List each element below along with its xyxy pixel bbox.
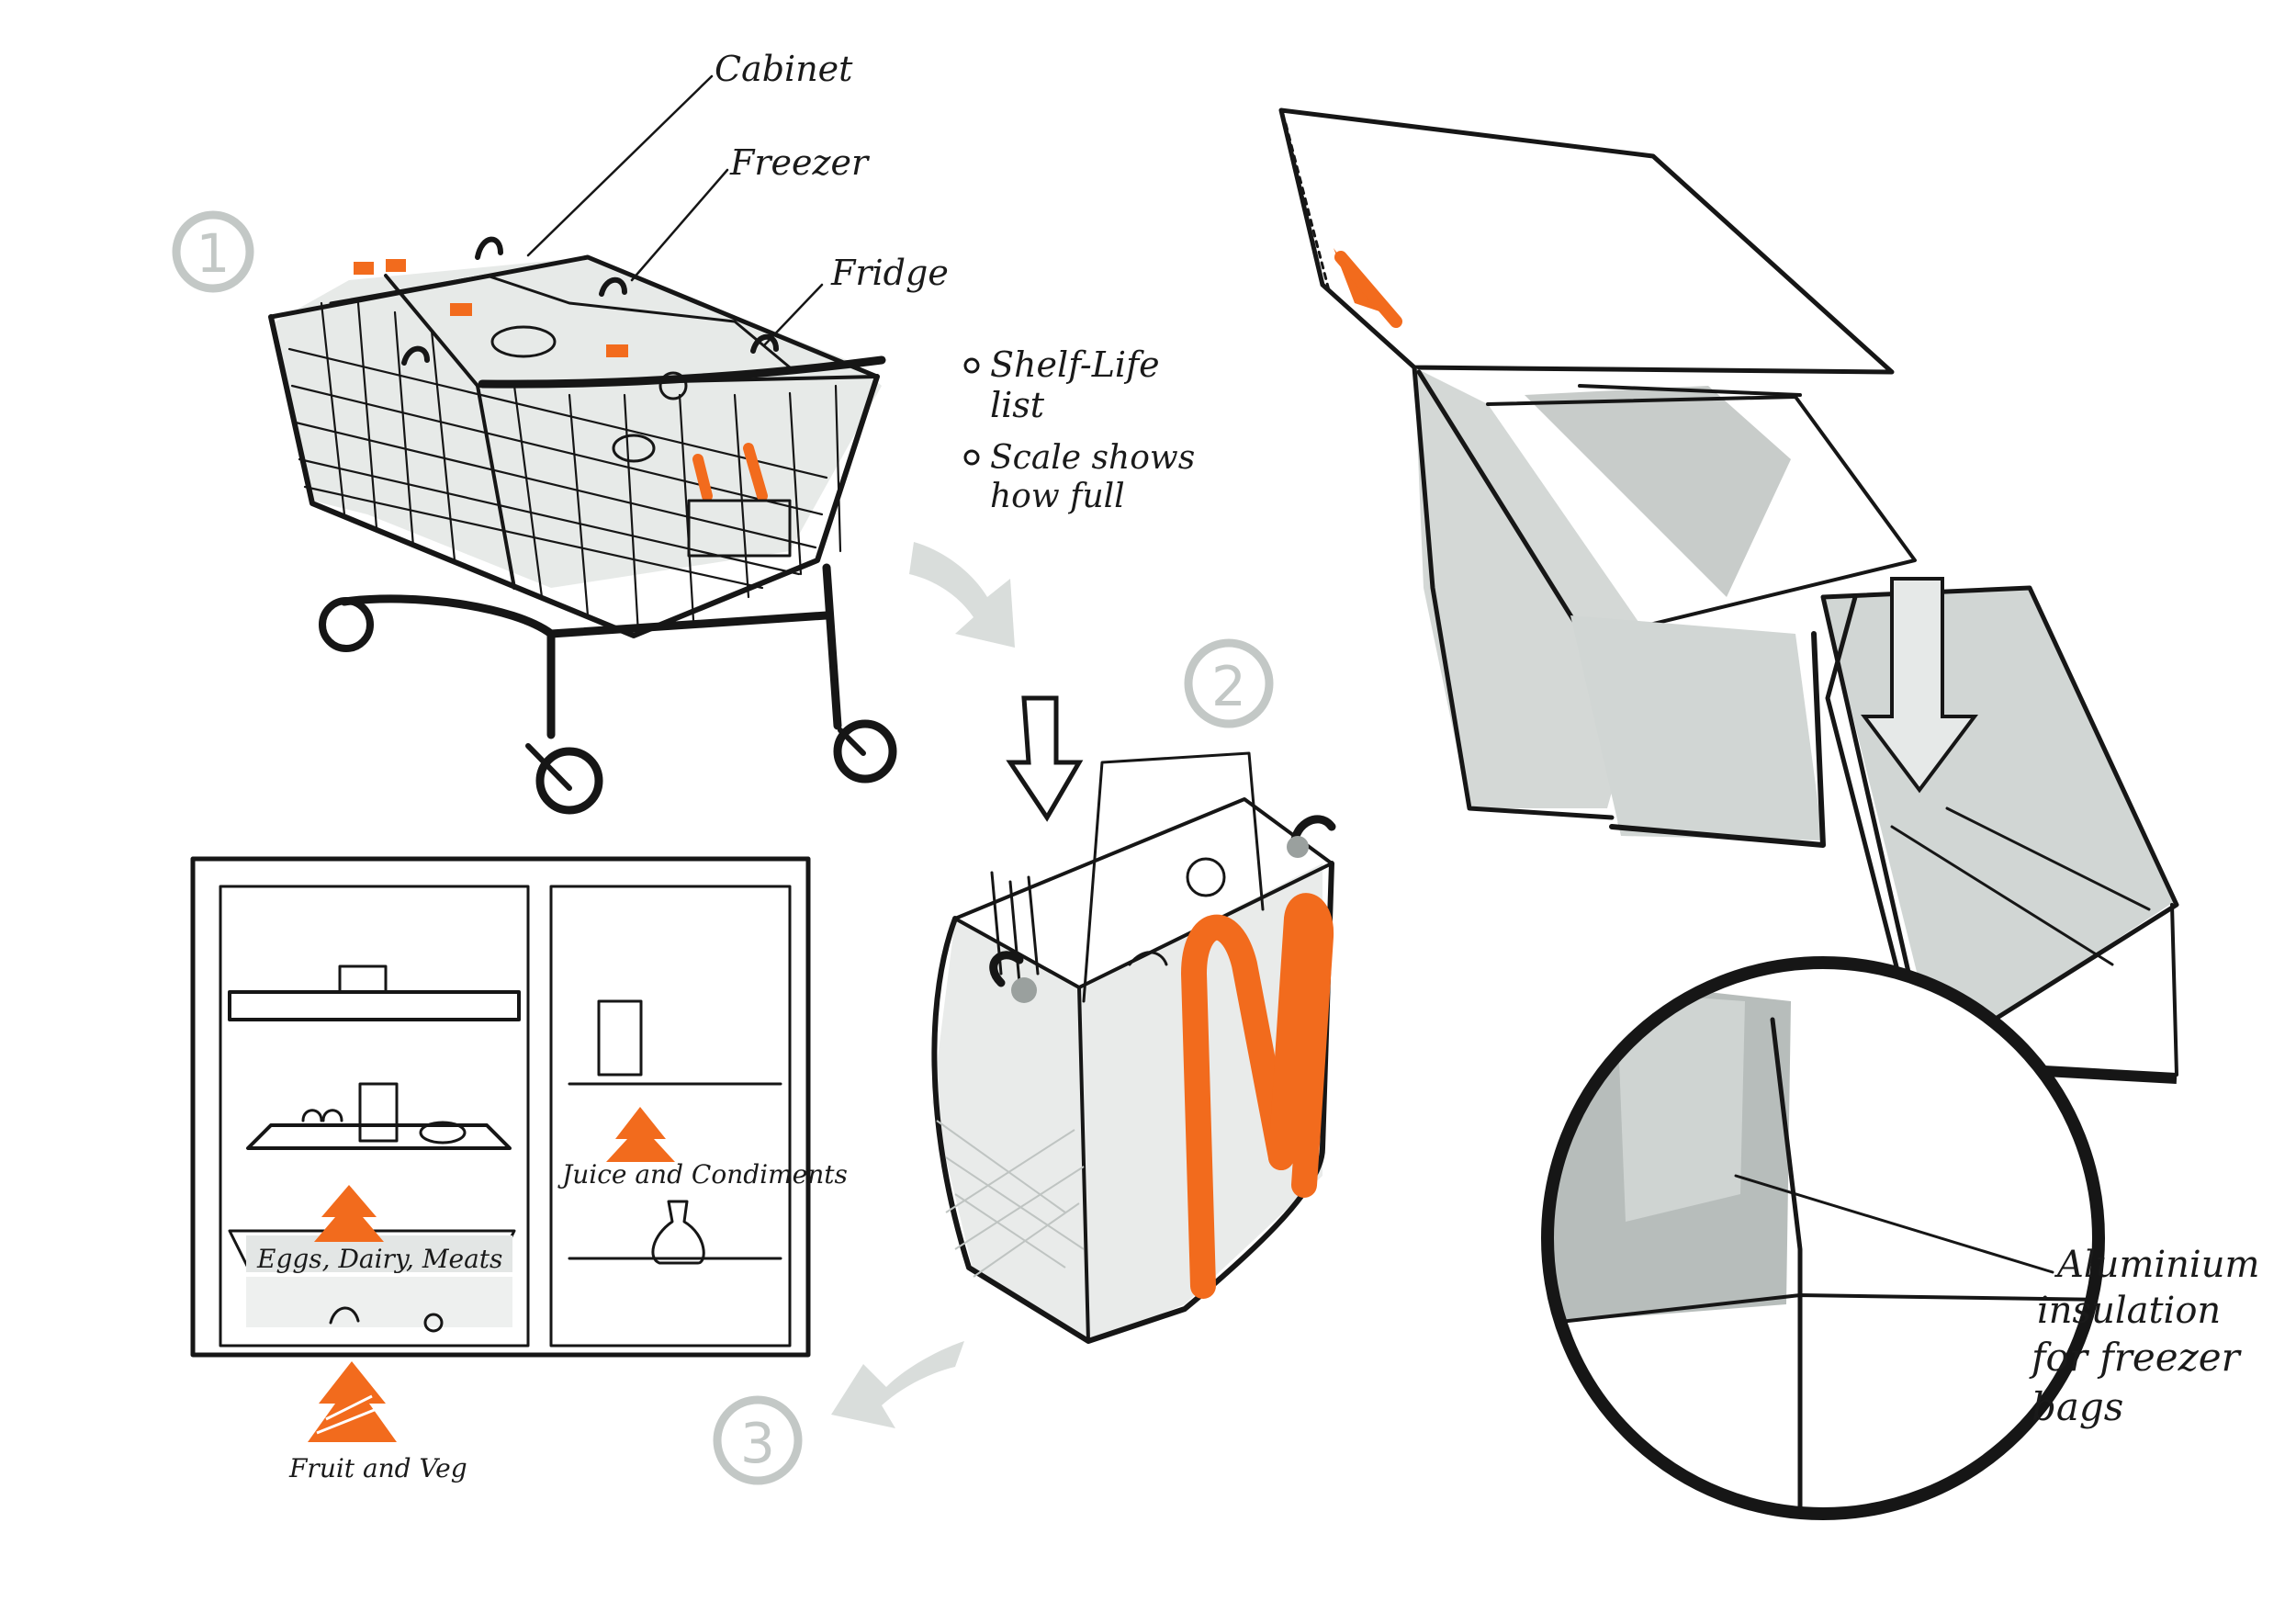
tote-bag-icon — [931, 695, 1336, 1344]
fridge-icon — [190, 856, 811, 1442]
label-cabinet: Cabinet — [715, 49, 853, 89]
note-shelf-life: Shelf-Life — [990, 344, 1160, 385]
label-freezer: Freezer — [729, 142, 871, 183]
note-how-full: how full — [990, 478, 1125, 515]
insulated-bag-icon — [1278, 107, 2179, 1520]
label-eggs-dairy-meats: Eggs, Dairy, Meats — [256, 1244, 502, 1274]
step-2-marker: 2 — [1184, 638, 1274, 728]
feature-notes: Shelf-Life list Scale shows how full — [963, 344, 1195, 515]
step-2-number: 2 — [1211, 655, 1246, 719]
label-aluminium: Aluminium — [2054, 1244, 2259, 1286]
arrow-icon — [831, 1341, 964, 1428]
label-insulation: insulation — [2037, 1290, 2221, 1332]
label-bags: bags — [2032, 1384, 2123, 1429]
magnifier-circle-icon — [1541, 956, 2105, 1520]
label-fridge: Fridge — [830, 253, 949, 293]
label-juice-condiments: Juice and Condiments — [557, 1159, 848, 1190]
label-for-freezer: for freezer — [2029, 1335, 2243, 1380]
step-1-marker: 1 — [172, 210, 254, 293]
note-shelf-life-list: list — [990, 385, 1045, 425]
step-3-number: 3 — [740, 1412, 775, 1476]
note-scale: Scale shows — [990, 439, 1195, 477]
label-fruit-veg: Fruit and Veg — [288, 1453, 467, 1483]
arrow-icon — [909, 542, 1015, 648]
step-3-marker: 3 — [713, 1395, 803, 1485]
shopping-trolley-icon — [268, 236, 897, 815]
step-1-number: 1 — [197, 222, 231, 285]
trolley-callout-lines — [526, 74, 824, 346]
